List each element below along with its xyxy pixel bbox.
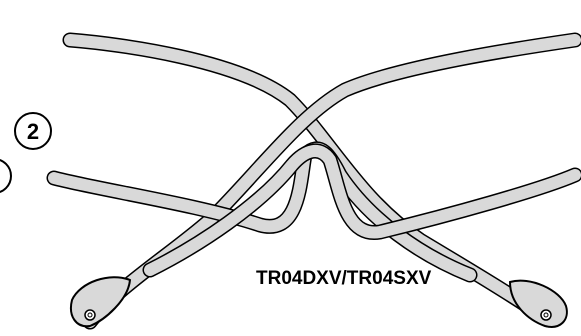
mount-plate-right — [508, 279, 568, 328]
callout-number: 2 — [27, 119, 39, 144]
mount-plate-right-shape — [508, 279, 568, 328]
callout-2: 2 — [14, 112, 52, 150]
lower-bar-right — [144, 145, 581, 276]
lower-bars — [46, 141, 581, 283]
mount-hole-right-inner — [543, 312, 549, 318]
mount-plate-left-shape — [70, 276, 132, 328]
mount-plate-left — [70, 276, 132, 328]
part-code-label: TR04DXV/TR04SXV — [256, 268, 432, 289]
mount-hole-right — [540, 309, 552, 321]
callout-partial-circle — [0, 159, 12, 193]
callout-circle — [14, 112, 52, 150]
callout-partial — [0, 159, 12, 193]
mount-hole-left-inner — [87, 312, 93, 318]
mount-hole-left — [84, 309, 96, 321]
lower-bar-left — [48, 143, 476, 281]
